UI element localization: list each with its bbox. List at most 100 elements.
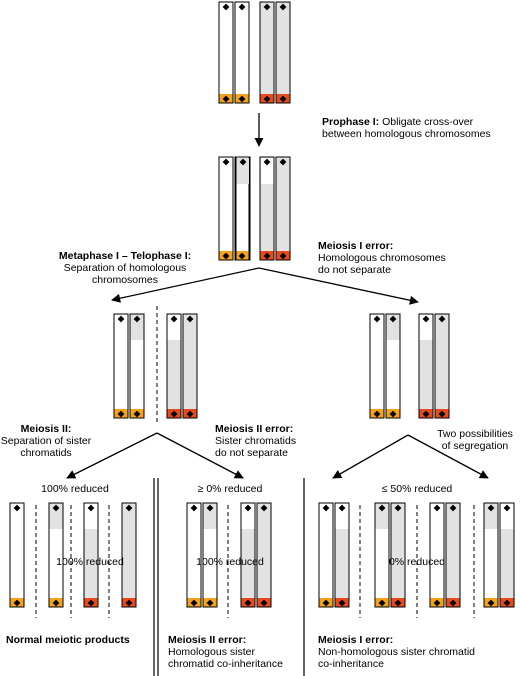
chromatid-body: [276, 2, 290, 103]
centromere-marker: [222, 252, 230, 260]
chromatid-30: [445, 502, 461, 608]
centromere-marker: [117, 410, 125, 418]
telomere-marker: [52, 504, 60, 512]
chromatid-outline: [129, 313, 145, 419]
chromatid-body: [391, 503, 405, 607]
crossover-segment: [167, 314, 181, 340]
centromere-marker: [263, 95, 271, 103]
crossover-segment: [130, 314, 144, 340]
crossover-segment: [49, 503, 63, 529]
chromatid-outline: [445, 502, 461, 608]
telomere-marker: [206, 504, 214, 512]
telomere-marker: [279, 158, 287, 166]
telomere-marker: [279, 3, 287, 11]
chromatid-20: [121, 502, 137, 608]
arrow-to-normal-meiosis-i: [111, 267, 260, 303]
chromatid-29: [429, 502, 445, 608]
telomere-marker: [117, 315, 125, 323]
chromatid-outline: [113, 313, 129, 419]
crossover-segment: [335, 503, 349, 529]
meiosis2-text2: chromatids: [20, 447, 72, 459]
metaphase-title: Metaphase I – Telophase I:: [58, 250, 192, 262]
reduction-label-3: ≥ 0% reduced: [197, 483, 263, 495]
telomere-marker: [438, 315, 446, 323]
crossover-segment: [241, 503, 255, 529]
centromere-marker: [186, 410, 194, 418]
crossover-segment: [236, 158, 249, 184]
chromatid-outline: [499, 502, 515, 608]
telomere-marker: [87, 504, 95, 512]
chromatid-23: [240, 502, 256, 608]
telomere-marker: [186, 315, 194, 323]
chromatid-1: [218, 1, 234, 104]
centromere-marker: [279, 95, 287, 103]
centromere-marker: [87, 599, 95, 607]
crossover-segment: [203, 503, 217, 529]
chromatid-outline: [234, 1, 250, 104]
meiosis2-error-outcome-title: Meiosis II error:: [168, 634, 247, 646]
arrow-to-meiosis-ii-error: [156, 432, 244, 479]
connector-layer: [35, 113, 489, 676]
chromatid-outline: [259, 156, 275, 261]
centromere-marker: [52, 599, 60, 607]
telomere-marker: [222, 158, 230, 166]
chromatid-outline: [385, 313, 401, 419]
centromere-marker: [125, 599, 133, 607]
metaphase-label: Metaphase I – Telophase I: Separation of…: [45, 250, 205, 286]
telomere-marker: [373, 315, 381, 323]
chromatid-body: [276, 157, 290, 260]
chromatid-3: [259, 1, 275, 104]
centromere-marker: [263, 252, 271, 260]
chromatid-4: [275, 1, 291, 104]
meiosis2-title: Meiosis II:: [20, 423, 72, 435]
centromere-marker: [487, 599, 495, 607]
normal-products-text: Normal meiotic products: [6, 634, 130, 646]
meiosis1-error-label: Meiosis I error: Homologous chromosomes …: [318, 240, 446, 276]
chromatid-body: [114, 314, 128, 418]
telomere-marker: [244, 504, 252, 512]
centromere-marker: [13, 599, 21, 607]
meiosis2-error-title: Meiosis II error:: [215, 423, 294, 435]
centromere-marker: [322, 599, 330, 607]
crossover-segment: [386, 314, 400, 340]
centromere-marker: [378, 599, 386, 607]
centromere-marker: [238, 95, 246, 103]
telomere-marker: [322, 504, 330, 512]
chromatid-outline: [259, 1, 275, 104]
chromatid-8: [275, 156, 291, 261]
chromatid-31: [483, 502, 499, 608]
reduction-label-6: 0% reduced: [388, 556, 446, 568]
prophase-label: Prophase I: Obligate cross-over between …: [322, 116, 491, 140]
telomere-marker: [503, 504, 511, 512]
chromatid-outline: [429, 502, 445, 608]
meiosis1-error-text2: do not separate: [318, 264, 391, 276]
meiosis2-error-text1: Sister chromatids: [215, 435, 297, 447]
meiosis1-error-outcome-title: Meiosis I error:: [318, 634, 394, 646]
chromatid-outline: [369, 313, 385, 419]
telomere-marker: [433, 504, 441, 512]
chromatid-15: [418, 313, 434, 419]
arrow-to-meiosis-i-error: [258, 267, 419, 305]
telomere-marker: [239, 158, 247, 166]
two-possibilities-text1: Two possibilities: [437, 428, 513, 440]
centromere-marker: [433, 599, 441, 607]
telomere-marker: [338, 504, 346, 512]
chromatid-outline: [334, 502, 350, 608]
meiosis1-error-title: Meiosis I error:: [318, 240, 394, 252]
chromatid-outline: [166, 313, 182, 419]
meiosis2-error-outcome-text2: chromatid co-inheritance: [168, 658, 283, 670]
crossover-segment: [484, 503, 498, 529]
chromatid-13: [369, 313, 385, 419]
meiosis1-error-outcome-text2: co-inheritance: [318, 658, 384, 670]
telomere-marker: [394, 504, 402, 512]
telomere-marker: [170, 315, 178, 323]
chromatid-outline: [390, 502, 406, 608]
chromatid-25: [318, 502, 334, 608]
chromatid-outline: [9, 502, 25, 608]
centromere-marker: [238, 252, 246, 260]
meiosis1-error-outcome-label: Meiosis I error: Non-homologous sister c…: [318, 634, 475, 670]
chromatid-outline: [275, 1, 291, 104]
chromatid-outline: [218, 156, 234, 261]
reduction-label-5: ≤ 50% reduced: [381, 483, 453, 495]
crossover-segment: [500, 503, 514, 529]
